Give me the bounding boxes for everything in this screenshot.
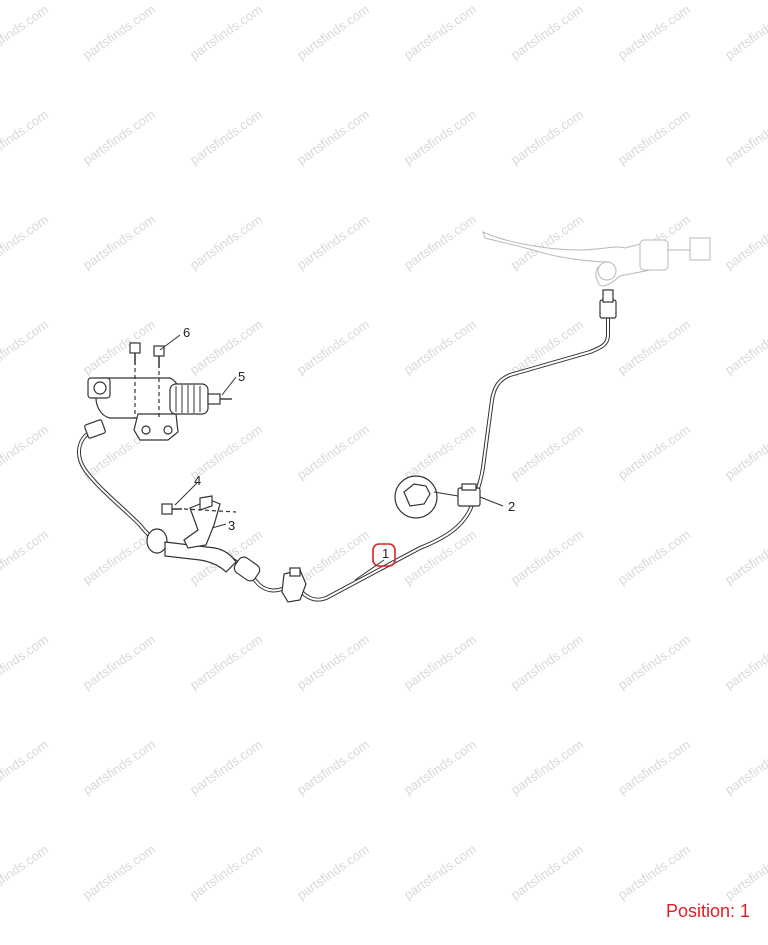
leader-lines [159, 334, 504, 581]
watermark-text: partsfinds.com [80, 737, 158, 798]
watermark-text: partsfinds.com [615, 422, 693, 483]
watermark-text: partsfinds.com [0, 212, 51, 273]
watermark-text: partsfinds.com [0, 2, 51, 63]
watermark-text: partsfinds.com [615, 527, 693, 588]
watermark-text: partsfinds.com [187, 632, 265, 693]
watermark-text: partsfinds.com [80, 107, 158, 168]
watermark-text: partsfinds.com [401, 527, 479, 588]
watermark-text: partsfinds.com [508, 2, 586, 63]
watermark-text: partsfinds.com [401, 737, 479, 798]
watermark-text: partsfinds.com [0, 527, 51, 588]
watermark-layer: partsfinds.com partsfinds.com partsfinds.c… [0, 2, 768, 903]
watermark-text: partsfinds.com [80, 317, 158, 378]
callout-3: 3 [228, 518, 235, 533]
watermark-text: partsfinds.com [187, 317, 265, 378]
watermark-text: partsfinds.com [187, 842, 265, 903]
watermark-text: partsfinds.com [722, 737, 768, 798]
watermark-text: partsfinds.com [722, 107, 768, 168]
watermark-text: partsfinds.com [294, 842, 372, 903]
callout-1-highlight [372, 543, 396, 567]
watermark-text: partsfinds.com [508, 737, 586, 798]
master-cylinder-ghost [482, 231, 711, 287]
slave-cylinder [87, 377, 232, 441]
watermark-text: partsfinds.com [401, 632, 479, 693]
watermark-text: partsfinds.com [80, 527, 158, 588]
watermark-text: partsfinds.com [615, 842, 693, 903]
callout-6: 6 [183, 325, 190, 340]
watermark-text: partsfinds.com [722, 2, 768, 63]
watermark-text: partsfinds.com [0, 632, 51, 693]
watermark-text: partsfinds.com [508, 842, 586, 903]
watermark-text: partsfinds.com [0, 422, 51, 483]
bolts [129, 342, 165, 418]
watermark-text: partsfinds.com [615, 2, 693, 63]
watermark-text: partsfinds.com [615, 737, 693, 798]
watermark-text: partsfinds.com [508, 212, 586, 273]
watermark-text: partsfinds.com [401, 2, 479, 63]
watermark-text: partsfinds.com [401, 317, 479, 378]
watermark-text: partsfinds.com [615, 632, 693, 693]
watermark-text: partsfinds.com [294, 737, 372, 798]
watermark-text: partsfinds.com [508, 107, 586, 168]
watermark-text: partsfinds.com [294, 317, 372, 378]
clutch-pipe [77, 289, 617, 602]
callout-5: 5 [238, 369, 245, 384]
pipe-retainer [281, 567, 307, 603]
watermark-text: partsfinds.com [508, 632, 586, 693]
callout-2: 2 [508, 499, 515, 514]
watermark-text: partsfinds.com [615, 107, 693, 168]
pipe-clip [394, 475, 481, 519]
watermark-text: partsfinds.com [722, 422, 768, 483]
watermark-text: partsfinds.com [187, 2, 265, 63]
watermark-text: partsfinds.com [615, 317, 693, 378]
watermark-text: partsfinds.com [0, 107, 51, 168]
callout-1: 1 [382, 546, 389, 561]
watermark-text: partsfinds.com [187, 212, 265, 273]
callout-4: 4 [194, 473, 201, 488]
watermark-text: partsfinds.com [294, 212, 372, 273]
position-label: Position: 1 [665, 901, 750, 921]
watermark-text: partsfinds.com [401, 842, 479, 903]
watermark-text: partsfinds.com [722, 632, 768, 693]
watermark-text: partsfinds.com [722, 527, 768, 588]
watermark-text: partsfinds.com [294, 2, 372, 63]
watermark-text: partsfinds.com [722, 842, 768, 903]
watermark-text: partsfinds.com [294, 422, 372, 483]
watermark-text: partsfinds.com [80, 2, 158, 63]
watermark-text: partsfinds.com [0, 737, 51, 798]
watermark-text: partsfinds.com [80, 212, 158, 273]
watermark-text: partsfinds.com [722, 212, 768, 273]
watermark-text: partsfinds.com [187, 107, 265, 168]
watermark-text: partsfinds.com [80, 842, 158, 903]
watermark-text: partsfinds.com [722, 317, 768, 378]
watermark-text: partsfinds.com [401, 107, 479, 168]
watermark-text: partsfinds.com [508, 422, 586, 483]
watermark-text: partsfinds.com [401, 212, 479, 273]
bracket [161, 495, 237, 549]
watermark-text: partsfinds.com [508, 317, 586, 378]
watermark-text: partsfinds.com [294, 632, 372, 693]
watermark-text: partsfinds.com [0, 317, 51, 378]
watermark-text: partsfinds.com [401, 422, 479, 483]
watermark-text: partsfinds.com [80, 632, 158, 693]
watermark-text: partsfinds.com [0, 842, 51, 903]
watermark-text: partsfinds.com [294, 107, 372, 168]
watermark-text: partsfinds.com [508, 527, 586, 588]
watermark-text: partsfinds.com [187, 737, 265, 798]
